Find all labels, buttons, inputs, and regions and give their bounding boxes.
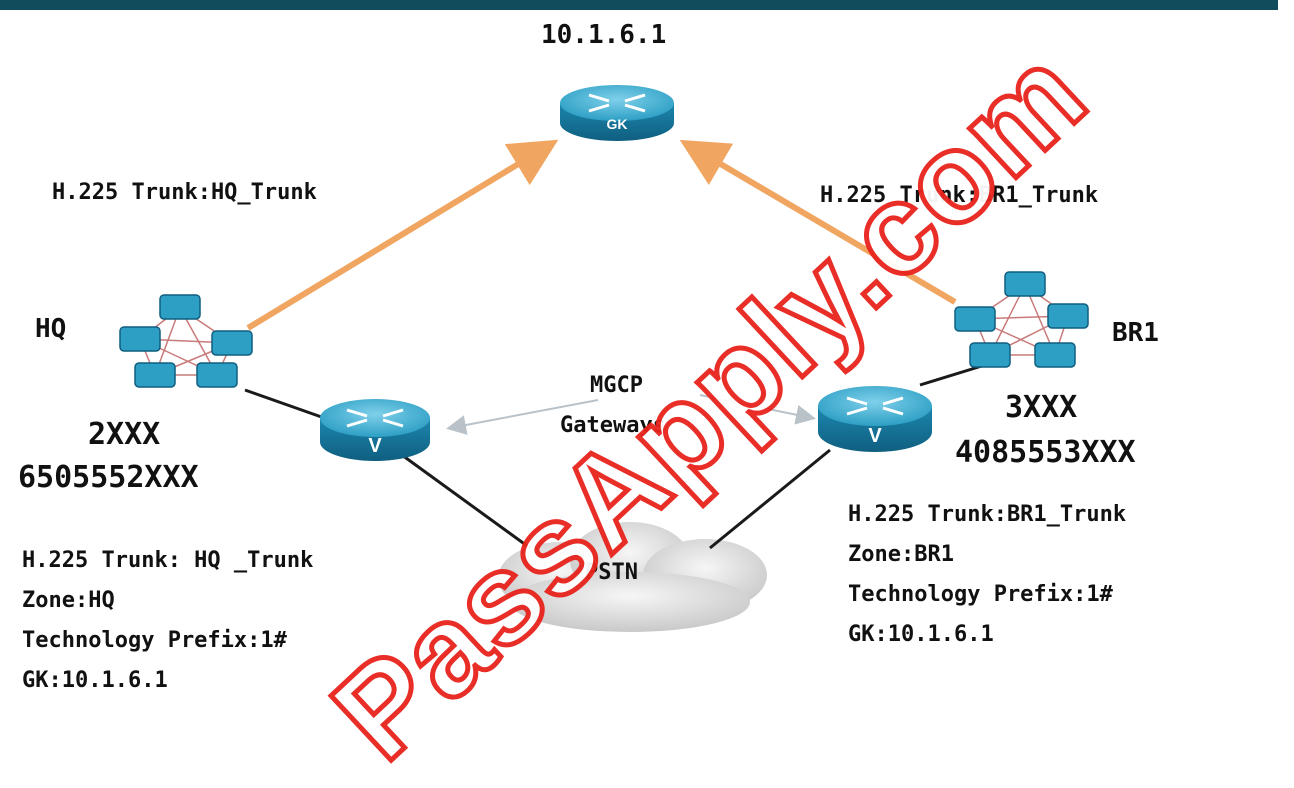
- br1-trunk-link-label: H.225 Trunk:BR1_Trunk: [820, 183, 1099, 208]
- br1-cluster-icon: [954, 271, 1089, 368]
- hq-gateway-router-icon: V: [320, 399, 430, 461]
- br1-trunk-arrow: [679, 139, 957, 305]
- hq-info-zone: Zone:HQ: [22, 588, 115, 613]
- gatekeeper-router-icon: GK: [560, 85, 674, 141]
- hq-trunk-link-label: H.225 Trunk:HQ_Trunk: [52, 180, 317, 205]
- hq-gw-badge: V: [368, 435, 382, 457]
- br1-gw-badge: V: [868, 425, 882, 447]
- hq-info-gk: GK:10.1.6.1: [22, 668, 168, 693]
- hq-site-label: HQ: [35, 314, 67, 344]
- hq-cluster-to-gw-link: [244, 388, 331, 422]
- br1-did-range: 4085553XXX: [955, 435, 1136, 470]
- pstn-label: PSTN: [585, 560, 638, 585]
- hq-extension-range: 2XXX: [88, 417, 161, 452]
- mgcp-arrow-to-hq-gw: [446, 399, 599, 435]
- hq-did-range: 6505552XXX: [18, 460, 199, 495]
- br1-gw-to-pstn-link: [709, 448, 831, 550]
- br1-extension-range: 3XXX: [1005, 390, 1078, 425]
- gk-badge: GK: [607, 116, 628, 132]
- hq-info-trunk: H.225 Trunk: HQ _Trunk: [22, 548, 314, 573]
- br1-cluster-to-gw-link: [919, 363, 986, 387]
- br1-info-zone: Zone:BR1: [848, 542, 954, 567]
- br1-site-label: BR1: [1112, 318, 1159, 348]
- hq-gw-to-pstn-link: [394, 448, 531, 550]
- top-border-bar: [0, 0, 1294, 10]
- gatekeeper-ip-label: 10.1.6.1: [541, 20, 667, 50]
- mgcp-label: MGCP: [590, 373, 643, 398]
- network-diagram: GK V V: [119, 85, 1089, 632]
- br1-info-tech-prefix: Technology Prefix:1#: [848, 582, 1113, 607]
- right-edge-strip: [1278, 0, 1294, 697]
- hq-trunk-arrow: [246, 139, 559, 331]
- mgcp-arrow-to-br1-gw: [699, 394, 816, 425]
- gateways-label: Gateways: [560, 413, 666, 438]
- hq-cluster-icon: [119, 294, 253, 388]
- hq-info-tech-prefix: Technology Prefix:1#: [22, 628, 287, 653]
- br1-gateway-router-icon: V: [818, 386, 932, 452]
- br1-info-trunk: H.225 Trunk:BR1_Trunk: [848, 502, 1127, 527]
- pstn-cloud-icon: [498, 522, 767, 632]
- br1-info-gk: GK:10.1.6.1: [848, 622, 994, 647]
